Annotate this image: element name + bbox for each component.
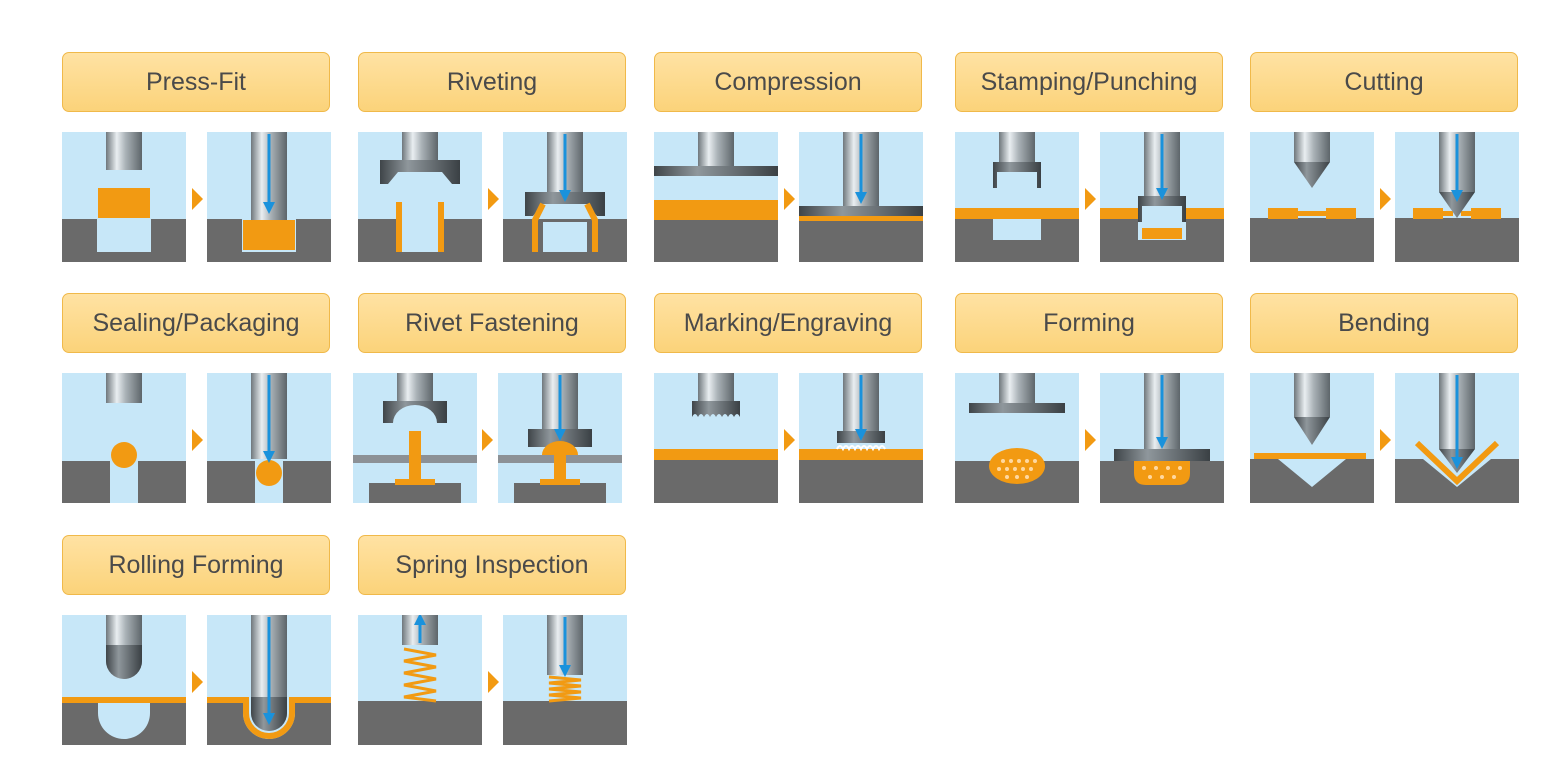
before-diagram [62, 132, 186, 262]
process-label: Cutting [1250, 52, 1518, 112]
process-label: Press-Fit [62, 52, 330, 112]
process-card-cutting: Cutting [1250, 52, 1520, 262]
after-diagram [503, 615, 627, 745]
process-label: Stamping/Punching [955, 52, 1223, 112]
step-arrow-icon [192, 429, 203, 451]
before-diagram [1250, 132, 1374, 262]
step-arrow-icon [784, 429, 795, 451]
process-label: Sealing/Packaging [62, 293, 330, 353]
process-card-rivet-fastening: Rivet Fastening [353, 293, 628, 503]
step-arrow-icon [488, 188, 499, 210]
process-label: Spring Inspection [358, 535, 626, 595]
after-diagram [1395, 373, 1519, 503]
after-diagram [503, 132, 627, 262]
after-diagram [1395, 132, 1519, 262]
before-diagram [353, 373, 477, 503]
before-diagram [358, 132, 482, 262]
before-diagram [654, 373, 778, 503]
step-arrow-icon [1380, 429, 1391, 451]
process-card-bending: Bending [1250, 293, 1520, 503]
step-arrow-icon [1380, 188, 1391, 210]
step-arrow-icon [784, 188, 795, 210]
after-diagram [207, 132, 331, 262]
step-arrow-icon [482, 429, 493, 451]
before-diagram [955, 373, 1079, 503]
step-arrow-icon [192, 671, 203, 693]
after-diagram [1100, 373, 1224, 503]
before-diagram [62, 615, 186, 745]
process-card-marking: Marking/Engraving [654, 293, 924, 503]
before-diagram [654, 132, 778, 262]
after-diagram [1100, 132, 1224, 262]
process-card-forming: Forming [955, 293, 1225, 503]
process-label: Rolling Forming [62, 535, 330, 595]
process-card-riveting: Riveting [358, 52, 628, 262]
process-label: Bending [1250, 293, 1518, 353]
process-card-sealing: Sealing/Packaging [62, 293, 332, 503]
after-diagram [207, 615, 331, 745]
before-diagram [358, 615, 482, 745]
process-label: Rivet Fastening [358, 293, 626, 353]
step-arrow-icon [192, 188, 203, 210]
after-diagram [799, 373, 923, 503]
step-arrow-icon [1085, 188, 1096, 210]
process-card-spring: Spring Inspection [358, 535, 628, 745]
process-card-compression: Compression [654, 52, 924, 262]
step-arrow-icon [1085, 429, 1096, 451]
process-card-rolling: Rolling Forming [62, 535, 332, 745]
before-diagram [955, 132, 1079, 262]
after-diagram [207, 373, 331, 503]
before-diagram [62, 373, 186, 503]
after-diagram [799, 132, 923, 262]
after-diagram [498, 373, 622, 503]
process-label: Riveting [358, 52, 626, 112]
process-label: Forming [955, 293, 1223, 353]
step-arrow-icon [488, 671, 499, 693]
process-label: Marking/Engraving [654, 293, 922, 353]
before-diagram [1250, 373, 1374, 503]
process-card-press-fit: Press-Fit [62, 52, 332, 262]
process-label: Compression [654, 52, 922, 112]
process-card-stamping: Stamping/Punching [955, 52, 1225, 262]
